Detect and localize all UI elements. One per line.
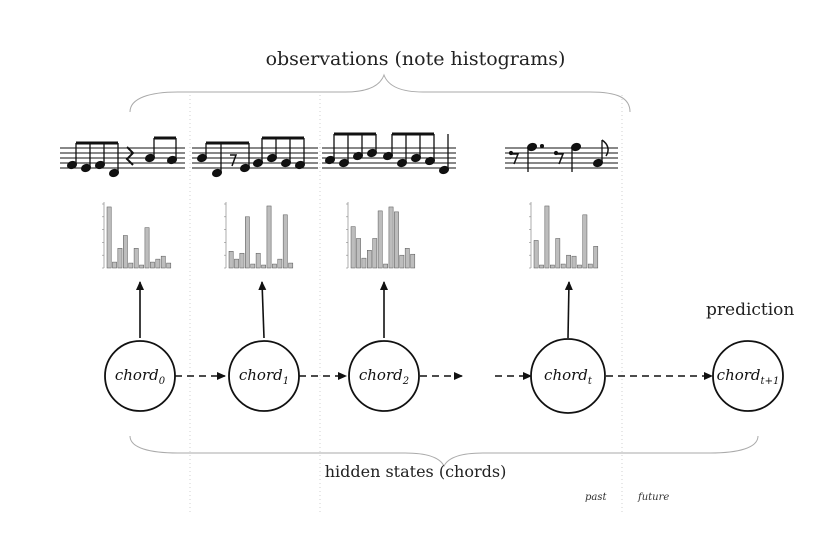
histogram-bar bbox=[582, 214, 588, 269]
histogram-bar bbox=[272, 263, 277, 269]
histogram-bar bbox=[560, 263, 566, 269]
histogram-bar bbox=[404, 248, 410, 269]
chord-node-2 bbox=[348, 340, 420, 412]
emission-arrow bbox=[564, 281, 573, 339]
histogram-bar bbox=[282, 214, 288, 269]
histogram-bar bbox=[266, 205, 272, 269]
emission-arrow bbox=[258, 281, 267, 339]
histograms bbox=[102, 202, 599, 269]
past-label: past bbox=[585, 492, 607, 503]
histogram-bar bbox=[544, 205, 550, 269]
histogram-bar bbox=[166, 262, 172, 269]
score-staff-1 bbox=[60, 147, 185, 169]
chord-label-1: chord1 bbox=[238, 366, 290, 387]
chord-node-0 bbox=[104, 340, 176, 412]
chord-label-0: chord0 bbox=[114, 366, 166, 387]
histogram-bar bbox=[566, 254, 571, 269]
chord-label-2: chord2 bbox=[358, 366, 410, 387]
score-notes-4 bbox=[508, 139, 609, 172]
histogram-bar bbox=[239, 252, 245, 269]
score-notes-1 bbox=[66, 136, 178, 178]
histogram-bar bbox=[133, 248, 139, 269]
histogram-bar bbox=[234, 258, 239, 269]
histogram-bar bbox=[394, 211, 399, 269]
histogram-bar bbox=[155, 258, 161, 269]
chord-node-t bbox=[530, 338, 606, 414]
histogram-2 bbox=[224, 202, 294, 269]
histogram-bar bbox=[593, 246, 599, 269]
histogram-bar bbox=[255, 252, 261, 269]
histogram-bar bbox=[356, 238, 361, 269]
histogram-bar bbox=[261, 264, 266, 269]
histogram-bar bbox=[388, 206, 394, 269]
histogram-bar bbox=[410, 253, 416, 269]
histogram-bar bbox=[288, 262, 294, 269]
observations-label: observations (note histograms) bbox=[265, 48, 566, 70]
histogram-bar bbox=[277, 258, 283, 269]
histogram-bar bbox=[377, 210, 383, 269]
histogram-bar bbox=[245, 216, 250, 269]
histogram-bar bbox=[112, 261, 117, 269]
histogram-bar bbox=[150, 261, 155, 269]
histogram-bar bbox=[367, 250, 372, 269]
histogram-bar bbox=[577, 264, 582, 269]
chord-label-t: chordt bbox=[544, 366, 592, 387]
histogram-bar bbox=[128, 262, 134, 269]
chord-label-t-plus-1: chordt+1 bbox=[716, 366, 780, 387]
histogram-bar bbox=[160, 255, 166, 269]
histogram-bar bbox=[139, 264, 144, 269]
chord-node-t-plus-1 bbox=[712, 340, 784, 412]
score-notes-3 bbox=[324, 132, 450, 175]
histogram-bar bbox=[539, 264, 544, 269]
future-label: future bbox=[638, 492, 670, 503]
histogram-bar bbox=[571, 255, 577, 269]
histogram-bar bbox=[123, 235, 128, 269]
histogram-4 bbox=[529, 202, 599, 269]
histogram-bar bbox=[587, 263, 593, 269]
histogram-bar bbox=[372, 238, 378, 269]
histogram-bar bbox=[550, 264, 555, 269]
observations-brace bbox=[129, 73, 631, 113]
histogram-bar bbox=[555, 238, 561, 269]
score-notes-2 bbox=[196, 136, 306, 178]
chord-node-1 bbox=[228, 340, 300, 412]
histogram-bar bbox=[383, 263, 388, 269]
histogram-bar bbox=[250, 263, 256, 269]
histogram-bar bbox=[106, 206, 112, 269]
histogram-bar bbox=[399, 254, 405, 269]
emission-arrows bbox=[136, 281, 573, 339]
histogram-bar bbox=[533, 240, 539, 269]
hidden-states-brace bbox=[129, 435, 759, 468]
chord-nodes bbox=[104, 338, 784, 414]
histogram-1 bbox=[102, 202, 172, 269]
prediction-label: prediction bbox=[706, 300, 795, 320]
hidden-states-label: hidden states (chords) bbox=[324, 462, 507, 481]
histogram-bar bbox=[350, 226, 356, 269]
histogram-bar bbox=[144, 227, 150, 269]
histogram-bar bbox=[117, 248, 123, 269]
histogram-3 bbox=[346, 202, 416, 269]
histogram-bar bbox=[228, 251, 234, 269]
histogram-bar bbox=[361, 257, 367, 269]
